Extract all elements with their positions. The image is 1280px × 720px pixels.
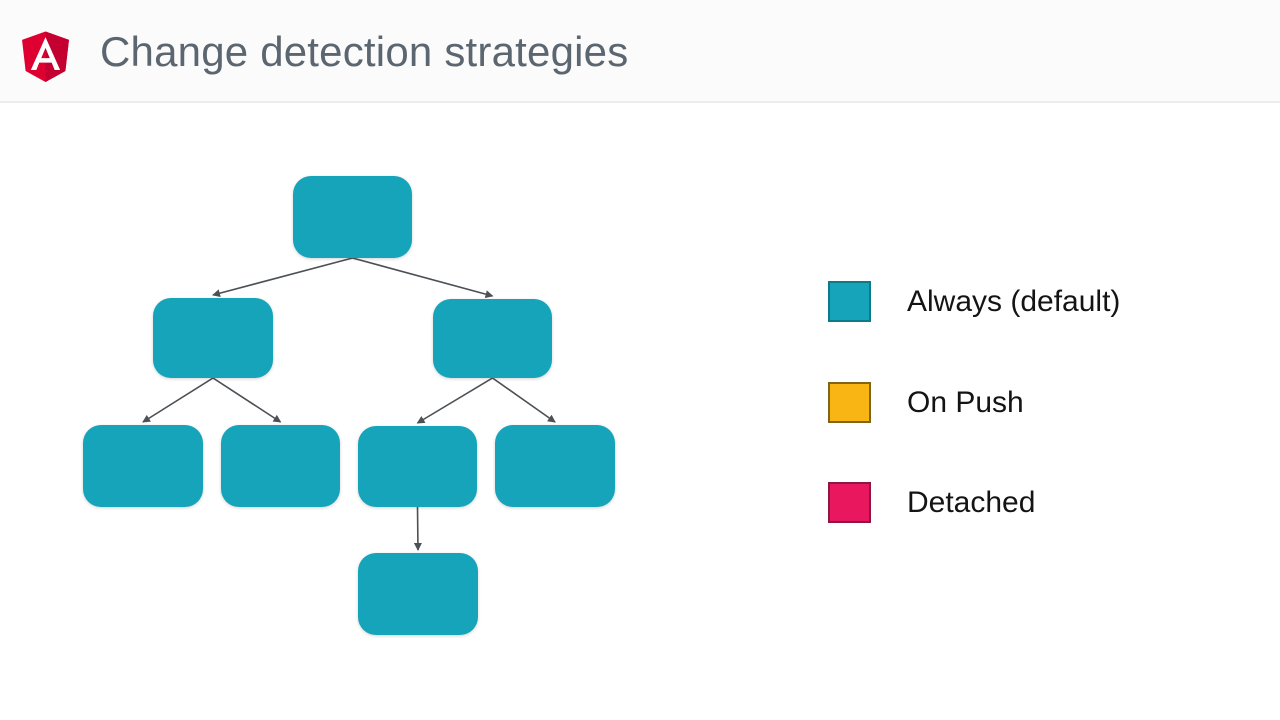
- tree-node-grandchild-4: [495, 425, 615, 507]
- legend-item-detached: Detached: [828, 482, 1035, 523]
- tree-node-child-right: [433, 299, 552, 378]
- legend-item-onpush: On Push: [828, 382, 1024, 423]
- tree-edge-child-right-grandchild-4: [492, 377, 556, 423]
- tree-edge-child-left-grandchild-1: [142, 377, 214, 423]
- legend-swatch-detached: [828, 482, 871, 523]
- legend-label-detached: Detached: [907, 485, 1036, 519]
- tree-node-child-left: [153, 298, 273, 378]
- tree-node-grandchild-2: [221, 425, 340, 507]
- tree-edge-root-child-left: [212, 257, 353, 298]
- tree-node-grandchild-3: [358, 426, 477, 507]
- legend-swatch-onpush: [828, 382, 871, 423]
- legend-label-onpush: On Push: [907, 385, 1024, 419]
- slide-header: Change detection strategies: [0, 0, 1280, 103]
- tree-edge-root-child-right: [352, 257, 494, 299]
- tree-edge-child-left-grandchild-2: [212, 377, 282, 423]
- tree-node-root: [293, 176, 412, 258]
- angular-logo-svg: [22, 31, 69, 82]
- legend-item-always: Always (default): [828, 281, 1120, 322]
- slide-title: Change detection strategies: [100, 27, 629, 75]
- legend-swatch-always: [828, 281, 871, 322]
- tree-node-great-grandchild: [358, 553, 478, 635]
- tree-edge-grandchild-3-great-grandchild: [413, 506, 422, 551]
- tree-edge-child-right-grandchild-3: [416, 377, 493, 424]
- tree-node-grandchild-1: [83, 425, 203, 507]
- angular-logo-icon: [14, 22, 77, 89]
- legend-label-always: Always (default): [907, 284, 1121, 318]
